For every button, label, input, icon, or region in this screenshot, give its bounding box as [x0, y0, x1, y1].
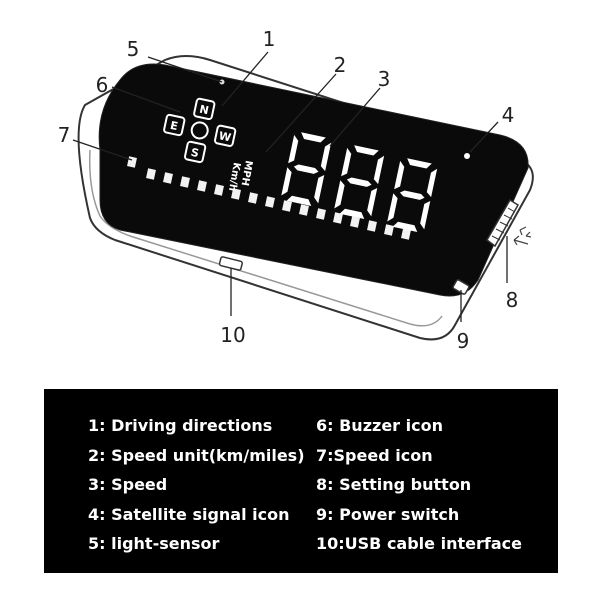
speed-indicator-bar: [127, 156, 411, 240]
unit-mph: MPH: [239, 159, 254, 186]
speed-indicator-dot: [299, 204, 309, 216]
legend-item-satellite-signal: 4: Satellite signal icon: [88, 504, 290, 524]
hud-device-diagram: N E W S MPH Km/h: [58, 27, 534, 353]
speed-indicator-dot: [163, 172, 173, 184]
unit-kmh: Km/h: [226, 161, 242, 191]
satellite-signal-icon: [464, 153, 470, 159]
speed-indicator-dot: [333, 212, 343, 224]
speed-indicator-dot: [214, 184, 224, 196]
callout-3: 3: [378, 67, 391, 91]
speed-indicator-dot: [231, 188, 241, 200]
speed-indicator-dot: [146, 168, 156, 180]
speed-indicator-dot: [265, 196, 275, 208]
callout-5: 5: [127, 37, 140, 61]
driving-directions-icon: N E W S: [163, 97, 237, 164]
power-switch[interactable]: [452, 279, 470, 295]
callout-6: 6: [96, 73, 109, 97]
legend-item-setting-button: 8: Setting button: [316, 475, 472, 494]
legend-item-power-switch: 9: Power switch: [316, 504, 460, 524]
callout-9: 9: [457, 329, 470, 353]
legend-item-usb-interface: 10:USB cable interface: [316, 534, 522, 553]
speed-indicator-dot: [282, 200, 292, 212]
legend-item-light-sensor: 5: light-sensor: [88, 534, 220, 553]
direction-north-letter: N: [198, 103, 210, 118]
speed-indicator-dot: [197, 180, 207, 192]
callout-7: 7: [58, 123, 71, 147]
buzzer-icon: [190, 121, 209, 140]
legend-item-driving-directions: 1: Driving directions: [88, 416, 273, 435]
speed-indicator-dot: [401, 228, 411, 240]
legend-item-speed: 3: Speed: [88, 475, 168, 494]
speed-indicator-dot: [180, 176, 190, 188]
speed-indicator-dot: [350, 216, 360, 228]
legend-item-speed-icon: 7:Speed icon: [316, 445, 433, 465]
legend-panel: 1: Driving directions 2: Speed unit(km/m…: [44, 389, 558, 573]
callout-2: 2: [334, 53, 347, 77]
speed-indicator-dot: [384, 224, 394, 236]
speed-indicator-dot: [316, 208, 326, 220]
callout-1: 1: [263, 27, 276, 51]
speed-unit-label: MPH Km/h: [226, 159, 254, 191]
direction-west-letter: W: [218, 129, 233, 144]
setting-button-direction-arrows: [513, 226, 532, 246]
legend-column-right: 6: Buzzer icon 7:Speed icon 8: Setting b…: [316, 411, 522, 559]
callout-10: 10: [220, 323, 245, 347]
legend-item-speed-unit: 2: Speed unit(km/miles): [88, 445, 305, 465]
speed-indicator-dot: [248, 192, 258, 204]
callout-leader-lines: [72, 51, 508, 322]
usb-port[interactable]: [218, 256, 243, 271]
legend-column-left: 1: Driving directions 2: Speed unit(km/m…: [88, 411, 305, 559]
direction-east-letter: E: [169, 119, 179, 133]
legend-item-buzzer: 6: Buzzer icon: [316, 416, 443, 435]
hud-screen: [98, 63, 529, 297]
direction-south-letter: S: [190, 146, 201, 160]
callout-8: 8: [506, 288, 519, 312]
setting-button[interactable]: [486, 198, 520, 248]
speed-indicator-dot: [367, 220, 377, 232]
callout-4: 4: [502, 103, 515, 127]
